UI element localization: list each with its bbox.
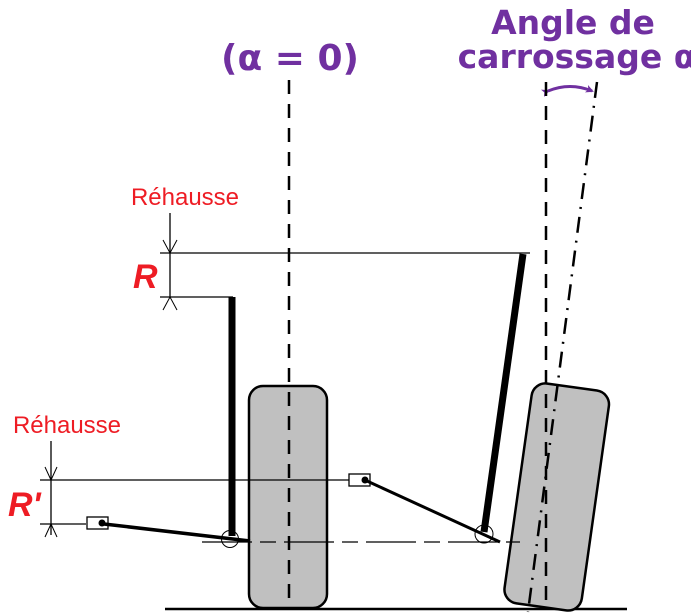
R-dimension bbox=[162, 213, 178, 311]
R-label: R bbox=[133, 258, 158, 296]
left-control-arm bbox=[86, 516, 251, 548]
right-control-arm bbox=[348, 473, 501, 544]
camber-angle-title-line2: carrossage α bbox=[458, 37, 691, 76]
rehausse-bottom-label: Réhausse bbox=[13, 412, 121, 439]
R-prime-label: R' bbox=[8, 486, 43, 524]
R-prime-dimension bbox=[44, 441, 58, 538]
camber-angle-title-line1: Angle de bbox=[491, 3, 655, 42]
camber-axis-line bbox=[526, 81, 599, 613]
right-tire bbox=[503, 382, 611, 612]
reference-angle-title: (α = 0) bbox=[221, 38, 359, 79]
camber-angle-arrow bbox=[540, 85, 594, 97]
right-strut bbox=[480, 253, 527, 533]
rehausse-top-label: Réhausse bbox=[131, 184, 239, 211]
